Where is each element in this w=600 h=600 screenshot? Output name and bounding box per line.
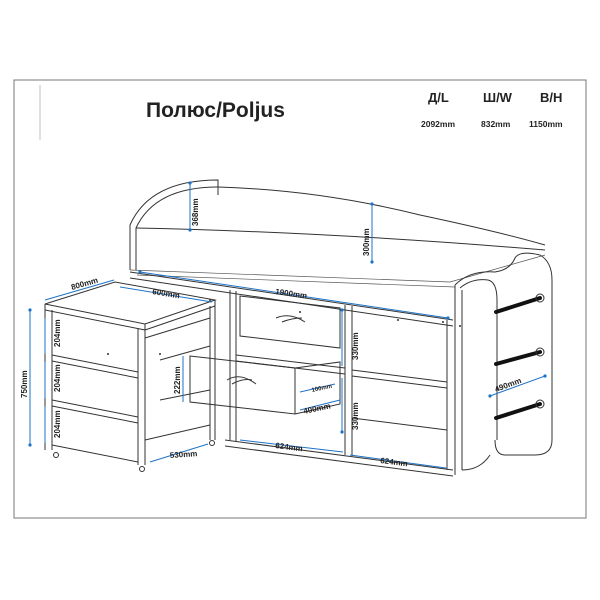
spec-value-length: 2092mm xyxy=(421,119,455,129)
dim-desk-depth: 530mm xyxy=(170,449,198,460)
spec-value-width: 832mm xyxy=(481,119,511,129)
dim-shelf-2: 204mm xyxy=(53,364,62,392)
diagram-frame xyxy=(13,79,587,519)
dim-headboard-height: 368mm xyxy=(191,198,200,226)
dim-drawer-inner: 100mm xyxy=(311,384,332,394)
dim-lower-section: 330mm xyxy=(351,402,360,430)
main-unit xyxy=(129,271,461,477)
dim-shelf-1: 204mm xyxy=(53,319,62,347)
dim-rail-height: 300mm xyxy=(362,228,371,256)
upper-drawer xyxy=(239,295,341,349)
dim-desk-width: 600mm xyxy=(152,287,181,300)
spec-header-width: Ш/W xyxy=(483,90,513,105)
lower-drawer xyxy=(189,355,341,415)
dim-section-width-2: 624mm xyxy=(380,456,408,468)
ladder xyxy=(494,293,545,420)
dim-bed-length: 1900mm xyxy=(275,287,308,300)
dim-drawer-height: 222mm xyxy=(173,366,182,394)
dimension-markers xyxy=(28,181,547,447)
dim-shelf-3: 204mm xyxy=(53,410,62,438)
dim-section-width-1: 624mm xyxy=(275,441,303,453)
spec-value-height: 1150mm xyxy=(529,119,563,129)
spec-header-height: В/H xyxy=(540,90,562,105)
dim-desk-height: 750mm xyxy=(20,370,29,398)
dim-upper-section: 330mm xyxy=(351,332,360,360)
spec-header-length: Д/L xyxy=(428,90,449,105)
dimension-lines xyxy=(29,183,546,469)
product-title: Полюс/Poljus xyxy=(146,99,285,122)
